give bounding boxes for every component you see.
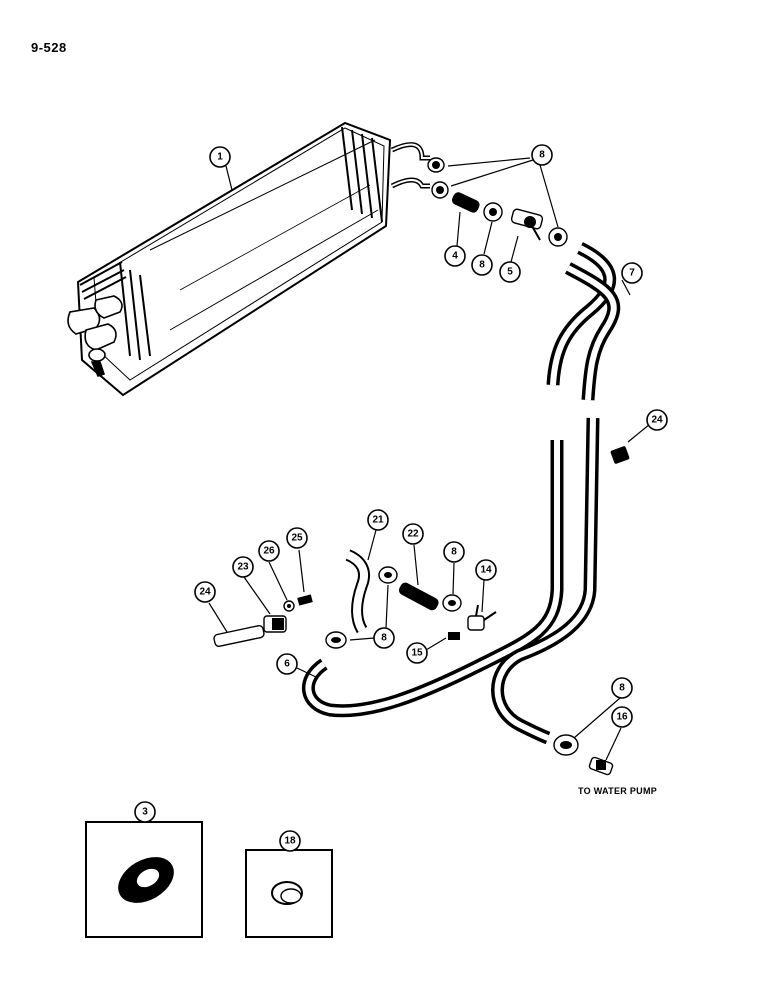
callout-14: 14 (475, 559, 497, 581)
coupler-22 (398, 582, 439, 611)
svg-text:8: 8 (619, 683, 625, 694)
sleeve-24-lower (213, 624, 265, 648)
heater-core (67, 121, 430, 397)
callout-3: 3 (134, 801, 156, 823)
clamp-8-upper-c (483, 202, 503, 222)
callout-26: 26 (258, 540, 280, 562)
screw-25 (297, 594, 313, 606)
callout-4: 4 (444, 245, 466, 267)
svg-text:5: 5 (507, 267, 513, 278)
page-number: 9-528 (31, 40, 67, 55)
callout-8: 8 (443, 541, 465, 563)
hose-lower-pair (301, 417, 600, 745)
svg-text:8: 8 (381, 633, 387, 644)
callout-21: 21 (367, 509, 389, 531)
svg-text:25: 25 (291, 533, 303, 544)
svg-text:7: 7 (629, 268, 635, 279)
clip-23 (263, 615, 287, 633)
inset-plug-18 (245, 849, 333, 938)
svg-text:1: 1 (217, 152, 223, 163)
svg-text:14: 14 (480, 565, 492, 576)
callout-23: 23 (232, 556, 254, 578)
svg-text:16: 16 (616, 712, 628, 723)
inset-grommet-3 (85, 821, 203, 938)
clamp-8-upper-b (431, 181, 449, 199)
callout-8: 8 (531, 144, 553, 166)
callout-16: 16 (611, 706, 633, 728)
callout-24: 24 (194, 581, 216, 603)
svg-text:4: 4 (452, 251, 458, 262)
callout-18: 18 (279, 830, 301, 852)
clamp-8-mid-b (442, 594, 462, 612)
clamp-8-pump (553, 734, 579, 756)
svg-text:26: 26 (263, 546, 275, 557)
clip-24-upper (610, 446, 630, 464)
callout-15: 15 (406, 642, 428, 664)
valve-14 (467, 604, 497, 631)
callout-8: 8 (471, 254, 493, 276)
coupler-4 (451, 192, 480, 213)
callout-1: 1 (209, 146, 231, 168)
tube-21 (345, 549, 371, 634)
valve-5 (510, 208, 544, 241)
svg-text:22: 22 (407, 529, 419, 540)
callout-8: 8 (611, 677, 633, 699)
callout-6: 6 (276, 653, 298, 675)
svg-text:15: 15 (411, 648, 423, 659)
svg-text:8: 8 (451, 547, 457, 558)
fitting-16 (588, 756, 614, 776)
clamp-8-mid-a (378, 566, 398, 584)
callout-24: 24 (646, 409, 668, 431)
callout-22: 22 (402, 523, 424, 545)
fitting-15 (448, 632, 460, 640)
svg-text:24: 24 (651, 415, 663, 426)
clamp-8-upper-a (427, 157, 445, 173)
svg-text:23: 23 (237, 562, 249, 573)
svg-text:8: 8 (479, 260, 485, 271)
to-water-pump-label: TO WATER PUMP (578, 786, 658, 796)
callout-7: 7 (621, 262, 643, 284)
washer-26 (283, 600, 295, 612)
svg-text:24: 24 (199, 587, 211, 598)
callout-8: 8 (373, 627, 395, 649)
svg-text:3: 3 (142, 807, 148, 818)
clamp-8-lower (325, 631, 347, 649)
svg-text:18: 18 (284, 836, 296, 847)
svg-text:6: 6 (284, 659, 290, 670)
svg-text:8: 8 (539, 150, 545, 161)
hose-7-upper (546, 242, 621, 401)
callout-5: 5 (499, 261, 521, 283)
leader-lines (208, 157, 651, 761)
callout-25: 25 (286, 527, 308, 549)
clamp-8-upper-d (548, 227, 568, 247)
svg-text:21: 21 (372, 515, 384, 526)
